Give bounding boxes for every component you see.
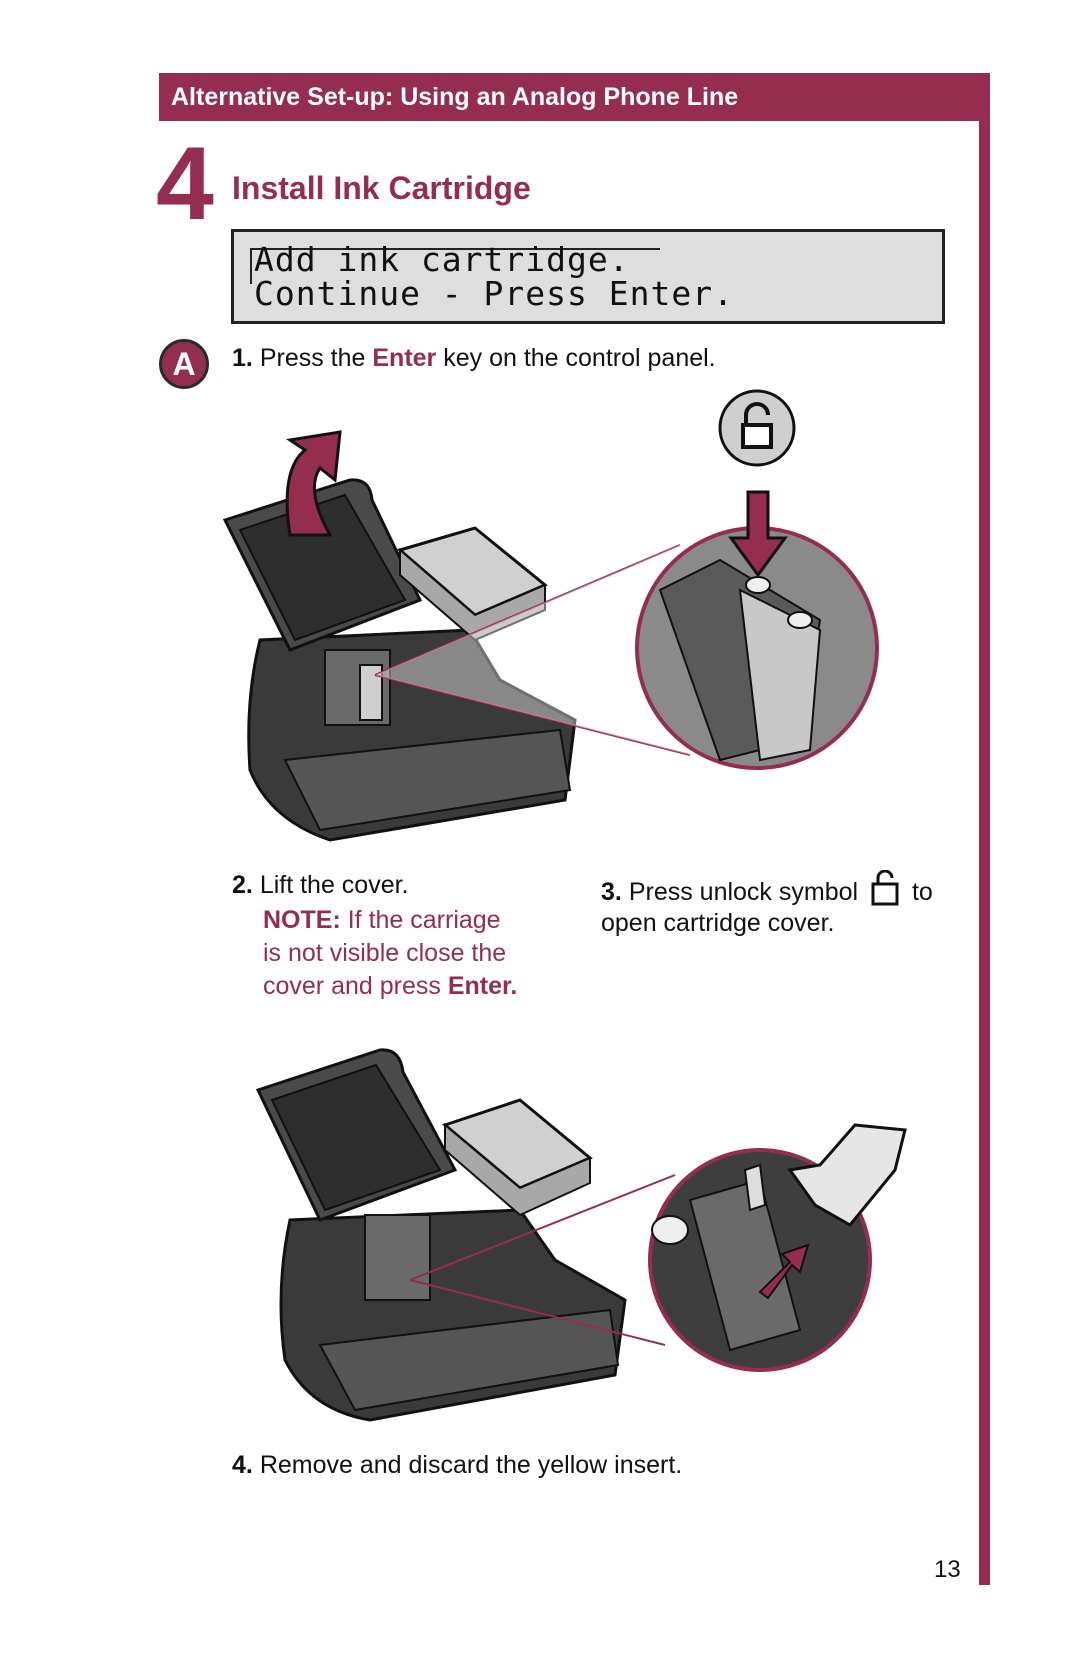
instruction-3: 3. Press unlock symbol to open cartridge… bbox=[601, 869, 971, 940]
substep-badge: A bbox=[159, 339, 209, 389]
instruction-3-num: 3. bbox=[601, 878, 622, 906]
lcd-cursor bbox=[250, 248, 252, 284]
note: NOTE: If the carriage is not visible clo… bbox=[263, 904, 563, 1003]
note-enter: Enter. bbox=[447, 972, 518, 1000]
instruction-1-pre: Press the bbox=[259, 344, 373, 372]
unlock-icon bbox=[871, 869, 899, 906]
instruction-4-num: 4. bbox=[232, 1451, 253, 1479]
instruction-1: 1. Press the Enter key on the control pa… bbox=[232, 343, 716, 374]
instruction-2-text: Lift the cover. bbox=[259, 871, 409, 899]
instruction-1-post: key on the control panel. bbox=[436, 344, 716, 372]
instruction-2-num: 2. bbox=[232, 871, 253, 899]
page-number: 13 bbox=[934, 1556, 961, 1583]
right-margin-rule bbox=[979, 73, 990, 1585]
instruction-3-line2: open cartridge cover. bbox=[601, 909, 835, 938]
instruction-4-text: Remove and discard the yellow insert. bbox=[259, 1451, 683, 1479]
note-text-1: If the carriage bbox=[340, 906, 501, 934]
note-text-2: is not visible close the bbox=[263, 939, 507, 967]
instruction-2: 2. Lift the cover. bbox=[232, 870, 409, 901]
note-text-3: cover and press bbox=[263, 972, 448, 1000]
section-header-title: Alternative Set-up: Using an Analog Phon… bbox=[171, 83, 739, 111]
instruction-3-pre: Press unlock symbol bbox=[628, 878, 859, 906]
instruction-3-post: to bbox=[905, 878, 933, 906]
instruction-4: 4. Remove and discard the yellow insert. bbox=[232, 1450, 682, 1481]
arrow-lift-icon bbox=[285, 430, 342, 537]
step-title: Install Ink Cartridge bbox=[232, 170, 531, 206]
arrow-down-icon bbox=[728, 490, 788, 578]
instruction-1-num: 1. bbox=[232, 344, 253, 372]
arrow-insert-icon bbox=[758, 1243, 810, 1300]
lcd-line-1: Add ink cartridge. bbox=[254, 240, 630, 279]
instruction-1-enter: Enter bbox=[372, 344, 437, 372]
step-number: 4 bbox=[156, 126, 214, 242]
lcd-display: Add ink cartridge. Continue - Press Ente… bbox=[231, 229, 945, 324]
lcd-line-2: Continue - Press Enter. bbox=[254, 274, 734, 313]
note-label: NOTE: bbox=[263, 906, 341, 934]
lcd-underline bbox=[250, 248, 660, 250]
section-header: Alternative Set-up: Using an Analog Phon… bbox=[159, 73, 990, 121]
